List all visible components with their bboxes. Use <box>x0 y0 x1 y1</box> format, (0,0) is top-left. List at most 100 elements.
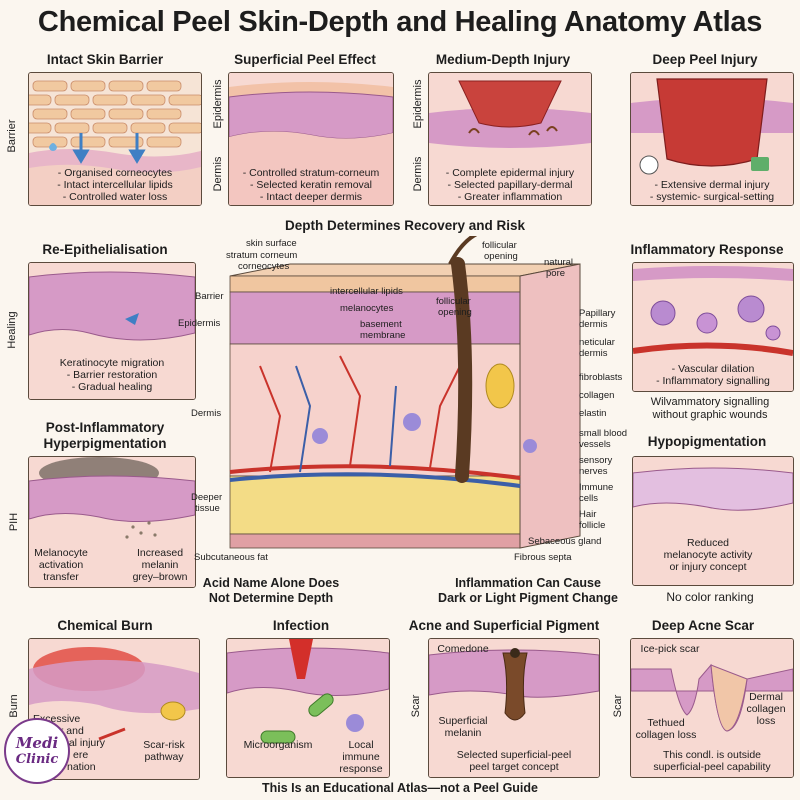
acne-caption-1: Selected superficial-peel <box>456 749 572 761</box>
scar-panel: Ice-pick scar Tethued collagen loss Derm… <box>630 638 794 778</box>
medium-title: Medium-Depth Injury <box>435 52 571 67</box>
scar-caption-1: This condl. is outside <box>662 749 762 761</box>
lbl-corneocytes: corneocytes <box>238 261 290 272</box>
infection-right-2: immune <box>342 751 380 763</box>
lbl-stratum-corneum: stratum corneum <box>226 250 298 261</box>
deep-caption-2: - systemic- surgical-setting <box>649 191 775 203</box>
hypo-illustration <box>633 457 793 585</box>
pih-panel: Melanocyte activation transfer Increased… <box>28 456 196 588</box>
pih-side-label: PIH <box>8 512 20 532</box>
reepi-panel: Keratinocyte migration - Barrier restora… <box>28 262 196 400</box>
center-heading: Depth Determines Recovery and Risk <box>284 218 526 233</box>
scar-icepick: Ice-pick scar <box>640 643 700 655</box>
scar-dermal-1: Dermal <box>749 691 783 703</box>
lbl-opening-2: opening <box>484 251 518 262</box>
lbl-barrier: Barrier <box>195 291 224 302</box>
lbl-nerves: nerves <box>579 466 608 477</box>
superficial-panel: - Controlled stratum-corneum - Selected … <box>228 72 394 206</box>
intact-side-label: Barrier <box>6 119 18 153</box>
burn-right-2: pathway <box>144 751 184 763</box>
intact-caption-3: - Controlled water loss <box>62 191 168 203</box>
burn-title: Chemical Burn <box>57 618 153 633</box>
acne-panel: Comedone Superficial melanin Selected su… <box>428 638 600 778</box>
lbl-intercellular-lipids: intercellular lipids <box>330 286 403 297</box>
acne-caption-2: peel target concept <box>469 761 559 773</box>
reepi-illustration <box>29 263 195 399</box>
lbl-skin-surface: skin surface <box>246 238 297 249</box>
hypo-panel: Reduced melanocyte activity or injury co… <box>632 456 794 586</box>
note-right-1: Inflammation Can Cause <box>455 576 601 590</box>
reepi-caption-3: - Gradual healing <box>71 381 153 393</box>
superficial-caption-3: - Intact deeper dermis <box>259 191 363 203</box>
reepi-caption-2: - Barrier restoration <box>66 369 158 381</box>
acne-title: Acne and Superficial Pigment <box>408 618 600 633</box>
lbl-small-blood: small blood <box>579 428 628 439</box>
lbl-neticular-dermis: dermis <box>579 348 608 359</box>
pih-illustration <box>29 457 195 587</box>
pih-left-2: activation <box>38 559 84 571</box>
lbl-subcutaneous-fat: Subcutaneous fat <box>194 552 268 563</box>
hypo-caption-2: melanocyte activity <box>663 549 753 561</box>
medium-caption-2: - Selected papillary-dermal <box>447 179 573 191</box>
inflam-caption-1: - Vascular dilation <box>671 363 755 375</box>
deep-panel: - Extensive dermal injury - systemic- su… <box>630 72 794 206</box>
infection-right-1: Local <box>348 739 374 751</box>
lbl-basement: basement <box>360 319 402 330</box>
burn-left-3: nal injury <box>63 737 106 749</box>
reepi-caption-1: Keratinocyte migration <box>59 357 165 369</box>
superficial-caption-2: - Selected keratin removal <box>250 179 372 191</box>
reepi-title: Re-Epithelialisation <box>42 242 168 257</box>
scar-tethered-1: Tethued <box>647 717 685 729</box>
note-left-2: Not Determine Depth <box>208 591 334 605</box>
infection-title: Infection <box>272 618 330 633</box>
intact-caption-2: - Intact intercellular lipids <box>57 179 173 191</box>
lbl-membrane: membrane <box>360 330 406 341</box>
pih-title-1: Post-Inflammatory <box>45 420 165 435</box>
intact-caption-1: - Organised corneocytes <box>57 167 173 179</box>
deep-title: Deep Peel Injury <box>652 52 758 67</box>
intact-title: Intact Skin Barrier <box>46 52 164 67</box>
lbl-follicular-2: follicular <box>482 240 517 251</box>
medium-caption-3: - Greater inflammation <box>457 191 563 203</box>
infection-left: Microorganism <box>243 739 313 751</box>
superficial-title: Superficial Peel Effect <box>234 52 376 67</box>
note-left-1: Acid Name Alone Does <box>202 576 340 590</box>
pih-left-1: Melanocyte <box>34 547 88 559</box>
lbl-dermis: Dermis <box>191 408 222 419</box>
deep-caption-1: - Extensive dermal injury <box>654 179 770 191</box>
lbl-elastin: elastin <box>579 408 607 419</box>
reepi-side-label: Healing <box>6 311 18 349</box>
lbl-sensory: sensory <box>579 455 613 466</box>
medi-clinic-logo: Medi Clinic <box>4 718 70 784</box>
lbl-papillary: Papillary <box>579 308 616 319</box>
intact-panel: - Organised corneocytes - Intact interce… <box>28 72 202 206</box>
inflam-panel: - Vascular dilation - Inflammatory signa… <box>632 262 794 392</box>
hypo-caption-1: Reduced <box>686 537 730 549</box>
lbl-pore: pore <box>546 268 566 279</box>
pih-right-1: Increased <box>136 547 184 559</box>
medium-side-top: Epidermis <box>412 79 424 129</box>
acne-side-label: Scar <box>410 694 422 718</box>
lbl-sebaceous-gland: Sebaceous gland <box>528 536 602 547</box>
lbl-immune: Immune <box>579 482 614 493</box>
scar-illustration <box>631 639 793 777</box>
burn-right-1: Scar-risk <box>143 739 185 751</box>
logo-text-1: Medi <box>15 734 59 752</box>
note-right-2: Dark or Light Pigment Change <box>438 591 618 605</box>
acne-illustration <box>429 639 599 777</box>
hypo-caption-3: or injury concept <box>669 561 747 573</box>
lbl-epidermis: Epidermis <box>178 318 221 329</box>
burn-left-4: ere <box>73 749 89 761</box>
medium-caption-1: - Complete epidermal injury <box>445 167 575 179</box>
inflam-note-2: without graphic wounds <box>652 409 768 421</box>
lbl-papillary-dermis: dermis <box>579 319 608 330</box>
scar-caption-2: superficial-peel capability <box>653 761 771 773</box>
lbl-opening-1: opening <box>438 307 472 318</box>
inflam-title: Inflammatory Response <box>630 242 784 257</box>
scar-dermal-2: collagen <box>746 703 786 715</box>
lbl-fibroblasts: fibroblasts <box>579 372 623 383</box>
pih-right-2: melanin <box>141 559 179 571</box>
medium-side-bottom: Dermis <box>412 156 424 192</box>
lbl-fibrous-septa: Fibrous septa <box>514 552 572 563</box>
lbl-cells: cells <box>579 493 599 504</box>
